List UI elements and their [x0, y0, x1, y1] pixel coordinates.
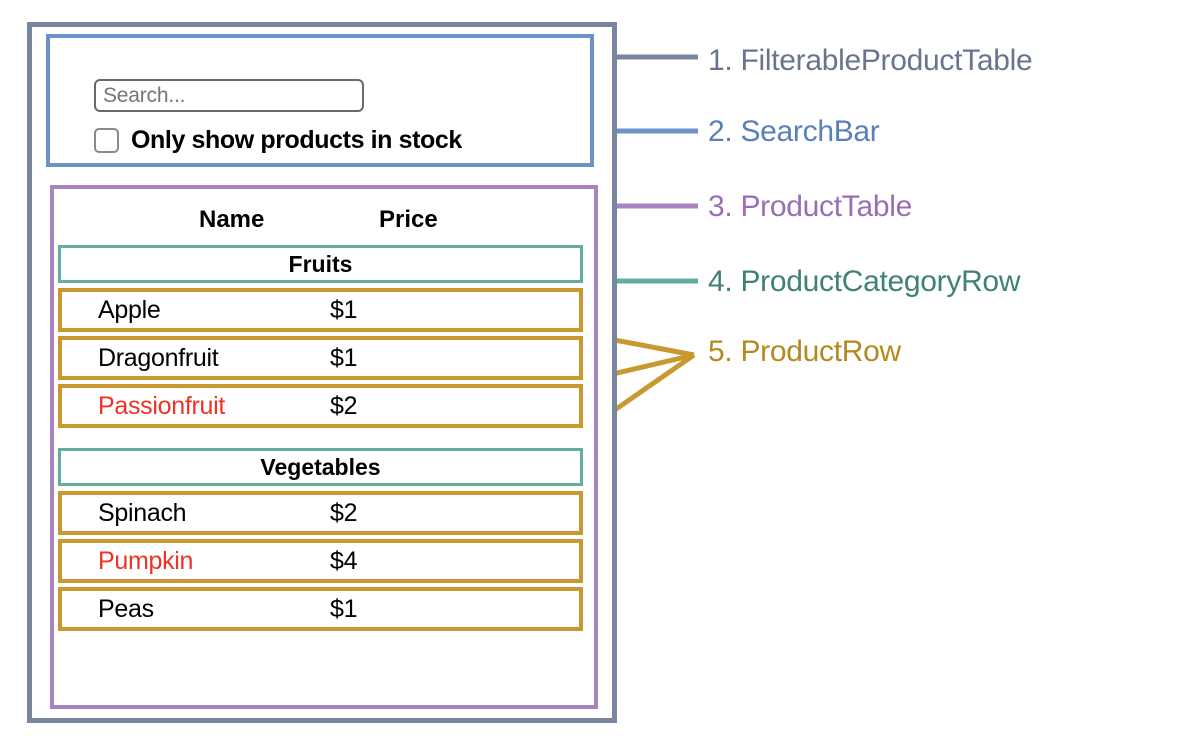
product-row: Spinach $2 — [58, 491, 583, 535]
legend-item-filterable-product-table: 1. FilterableProductTable — [708, 44, 1033, 77]
legend-item-search-bar: 2. SearchBar — [708, 115, 880, 148]
product-table-frame: Name Price Fruits Apple $1 Dragonfruit $… — [50, 185, 598, 709]
product-name: Apple — [98, 295, 161, 324]
product-table-rows: Fruits Apple $1 Dragonfruit $1 Passionfr… — [58, 245, 583, 635]
column-header-price: Price — [379, 206, 438, 233]
product-category-row: Fruits — [58, 245, 583, 283]
product-row: Pumpkin $4 — [58, 539, 583, 583]
product-table-header: Name Price — [54, 201, 594, 239]
product-price: $1 — [330, 295, 358, 324]
column-header-name: Name — [199, 206, 265, 233]
product-category-label: Vegetables — [260, 453, 381, 480]
product-name: Dragonfruit — [98, 343, 219, 372]
in-stock-checkbox[interactable] — [94, 128, 119, 153]
legend-item-product-category-row: 4. ProductCategoryRow — [708, 265, 1021, 298]
legend-item-product-table: 3. ProductTable — [708, 190, 912, 223]
product-category-row: Vegetables — [58, 448, 583, 486]
search-bar-frame: Search... Only show products in stock — [46, 34, 594, 167]
product-price: $4 — [330, 546, 358, 575]
product-category-label: Fruits — [288, 250, 353, 277]
product-row: Apple $1 — [58, 288, 583, 332]
product-price: $2 — [330, 498, 358, 527]
product-name: Peas — [98, 594, 154, 623]
in-stock-filter-row[interactable]: Only show products in stock — [94, 126, 462, 155]
product-name: Spinach — [98, 498, 187, 527]
in-stock-checkbox-label: Only show products in stock — [131, 126, 462, 154]
product-name: Pumpkin — [98, 546, 194, 575]
product-price: $1 — [330, 343, 358, 372]
search-input[interactable]: Search... — [94, 79, 364, 112]
legend-item-product-row: 5. ProductRow — [708, 335, 901, 368]
product-row: Passionfruit $2 — [58, 384, 583, 428]
product-price: $2 — [330, 391, 358, 420]
product-name: Passionfruit — [98, 391, 226, 420]
search-placeholder-text: Search... — [103, 83, 186, 107]
product-row: Peas $1 — [58, 587, 583, 631]
product-price: $1 — [330, 594, 358, 623]
product-row: Dragonfruit $1 — [58, 336, 583, 380]
